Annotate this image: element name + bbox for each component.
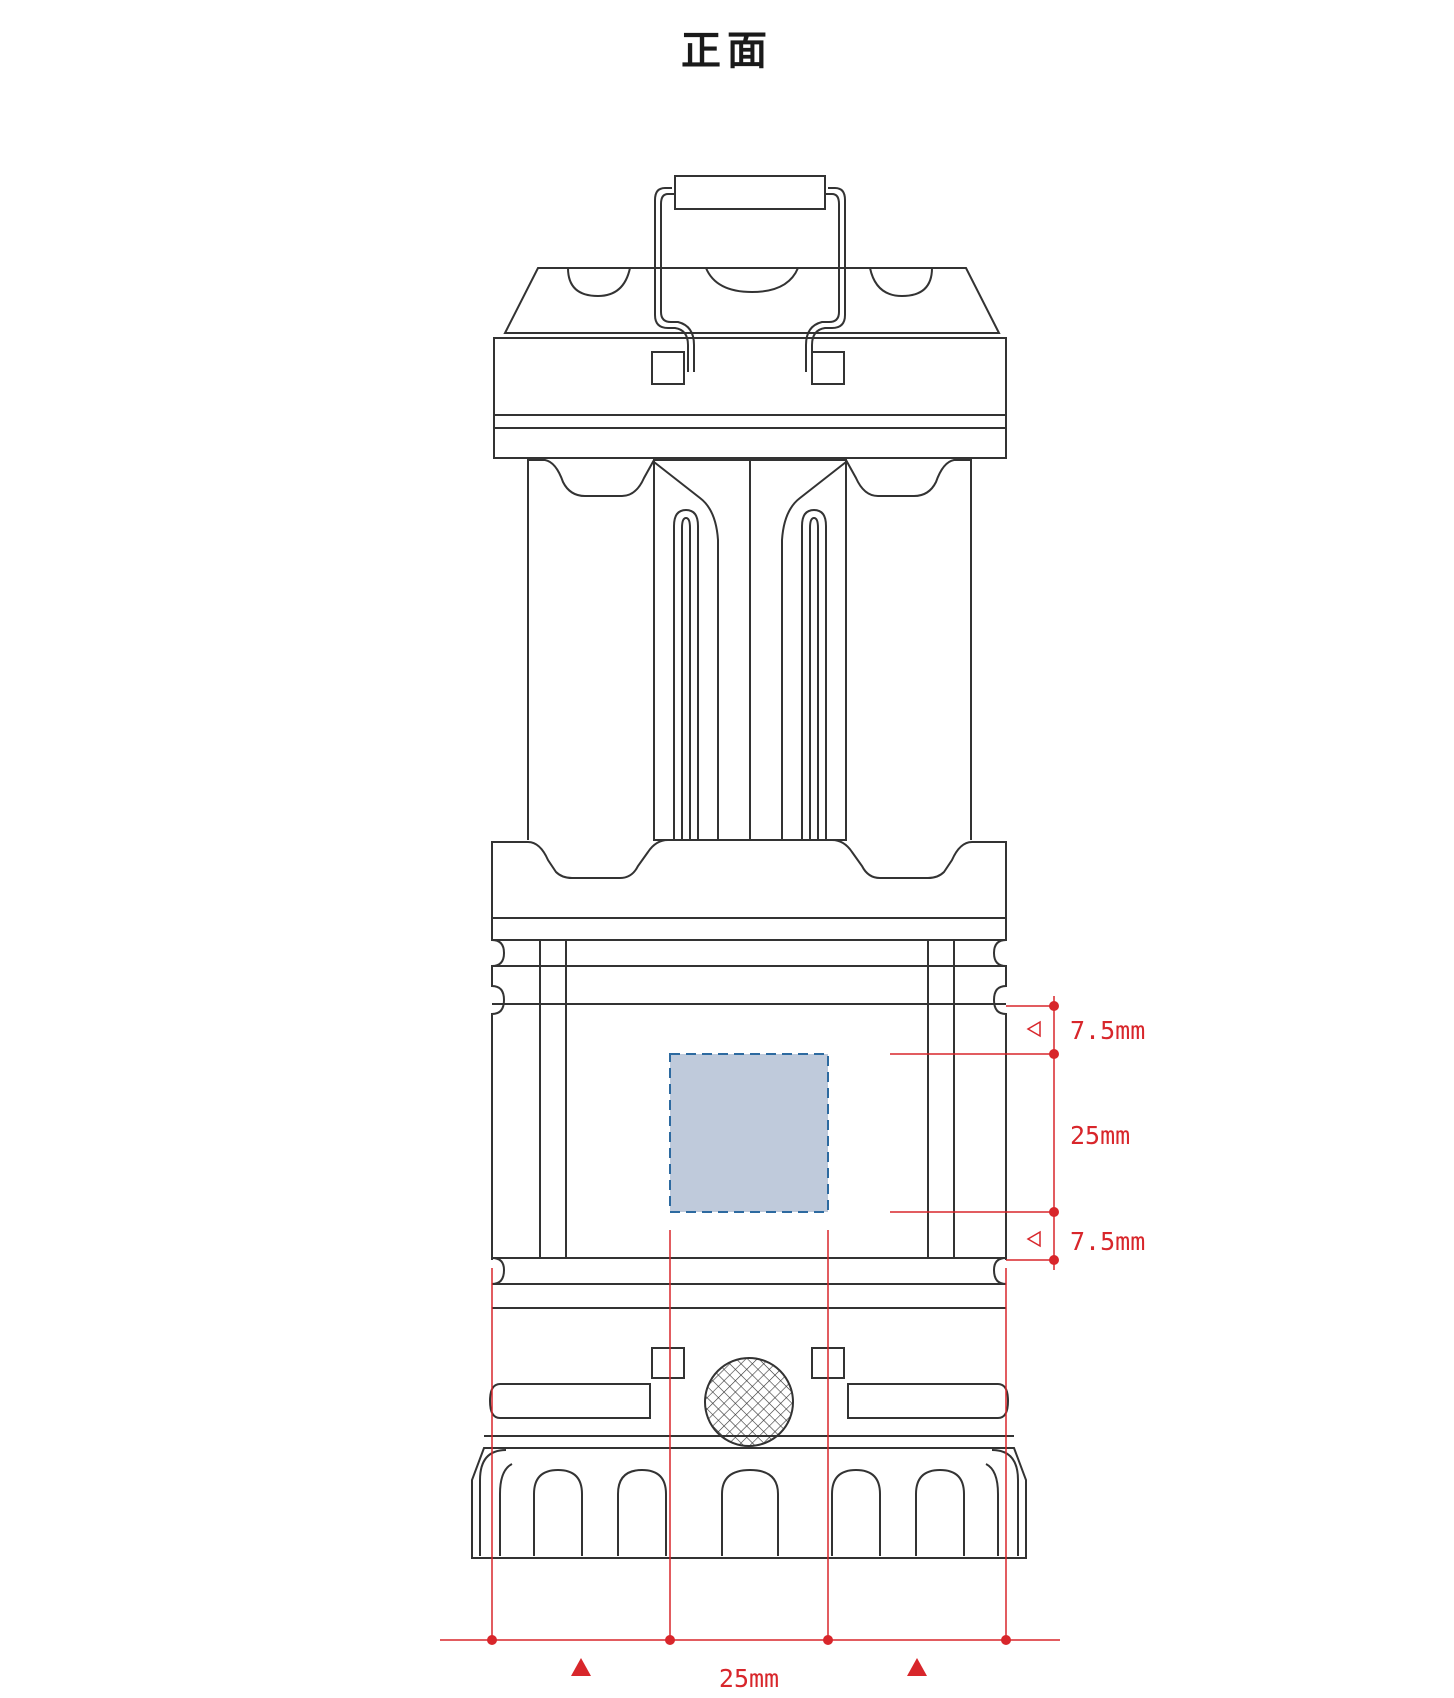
slot-left [488,1383,651,1419]
base-ring [471,1447,1027,1559]
handle-wire-right [811,187,846,372]
body-top-curve-right [845,459,971,497]
upper-band [493,337,1007,459]
dim-height: 25mm [1070,1121,1130,1150]
margin-markers [1026,1020,1041,1248]
speaker-grille-icon [704,1357,794,1447]
clip-right [811,351,845,385]
grip-ring [491,918,506,1260]
top-cap-scallop-right [869,267,933,298]
dimension-lines [440,996,1060,1641]
print-area [669,1053,829,1213]
dimension-dots [487,1001,1059,1645]
dim-bottom-margin: 7.5mm [1070,1227,1145,1256]
body-top-curve [528,459,655,497]
handle-wire [654,187,689,372]
top-cap [503,267,1001,334]
switch-left [651,1347,685,1379]
slot-right [847,1383,1010,1419]
handle-wire-right-inner [805,193,840,372]
lantern-outline [471,175,1027,1559]
clip-left [651,351,685,385]
top-cap-scallop-mid [705,267,799,294]
top-cap-scallop-left [567,267,631,298]
lower-shoulder [491,839,1007,919]
left-triangle-icon [1026,1230,1041,1248]
rail-left [539,939,567,1259]
light-body [527,458,972,840]
up-triangle-icon [571,1658,591,1676]
handle-wire-inner [660,193,695,372]
dim-width: 25mm [719,1664,779,1693]
margin-markers-bottom [571,1658,927,1676]
rail-right [927,939,955,1259]
handle-grip [674,175,826,210]
page-title: 正面 [681,28,773,74]
up-triangle-icon [907,1658,927,1676]
left-triangle-icon [1026,1020,1041,1038]
dim-top-margin: 7.5mm [1070,1016,1145,1045]
